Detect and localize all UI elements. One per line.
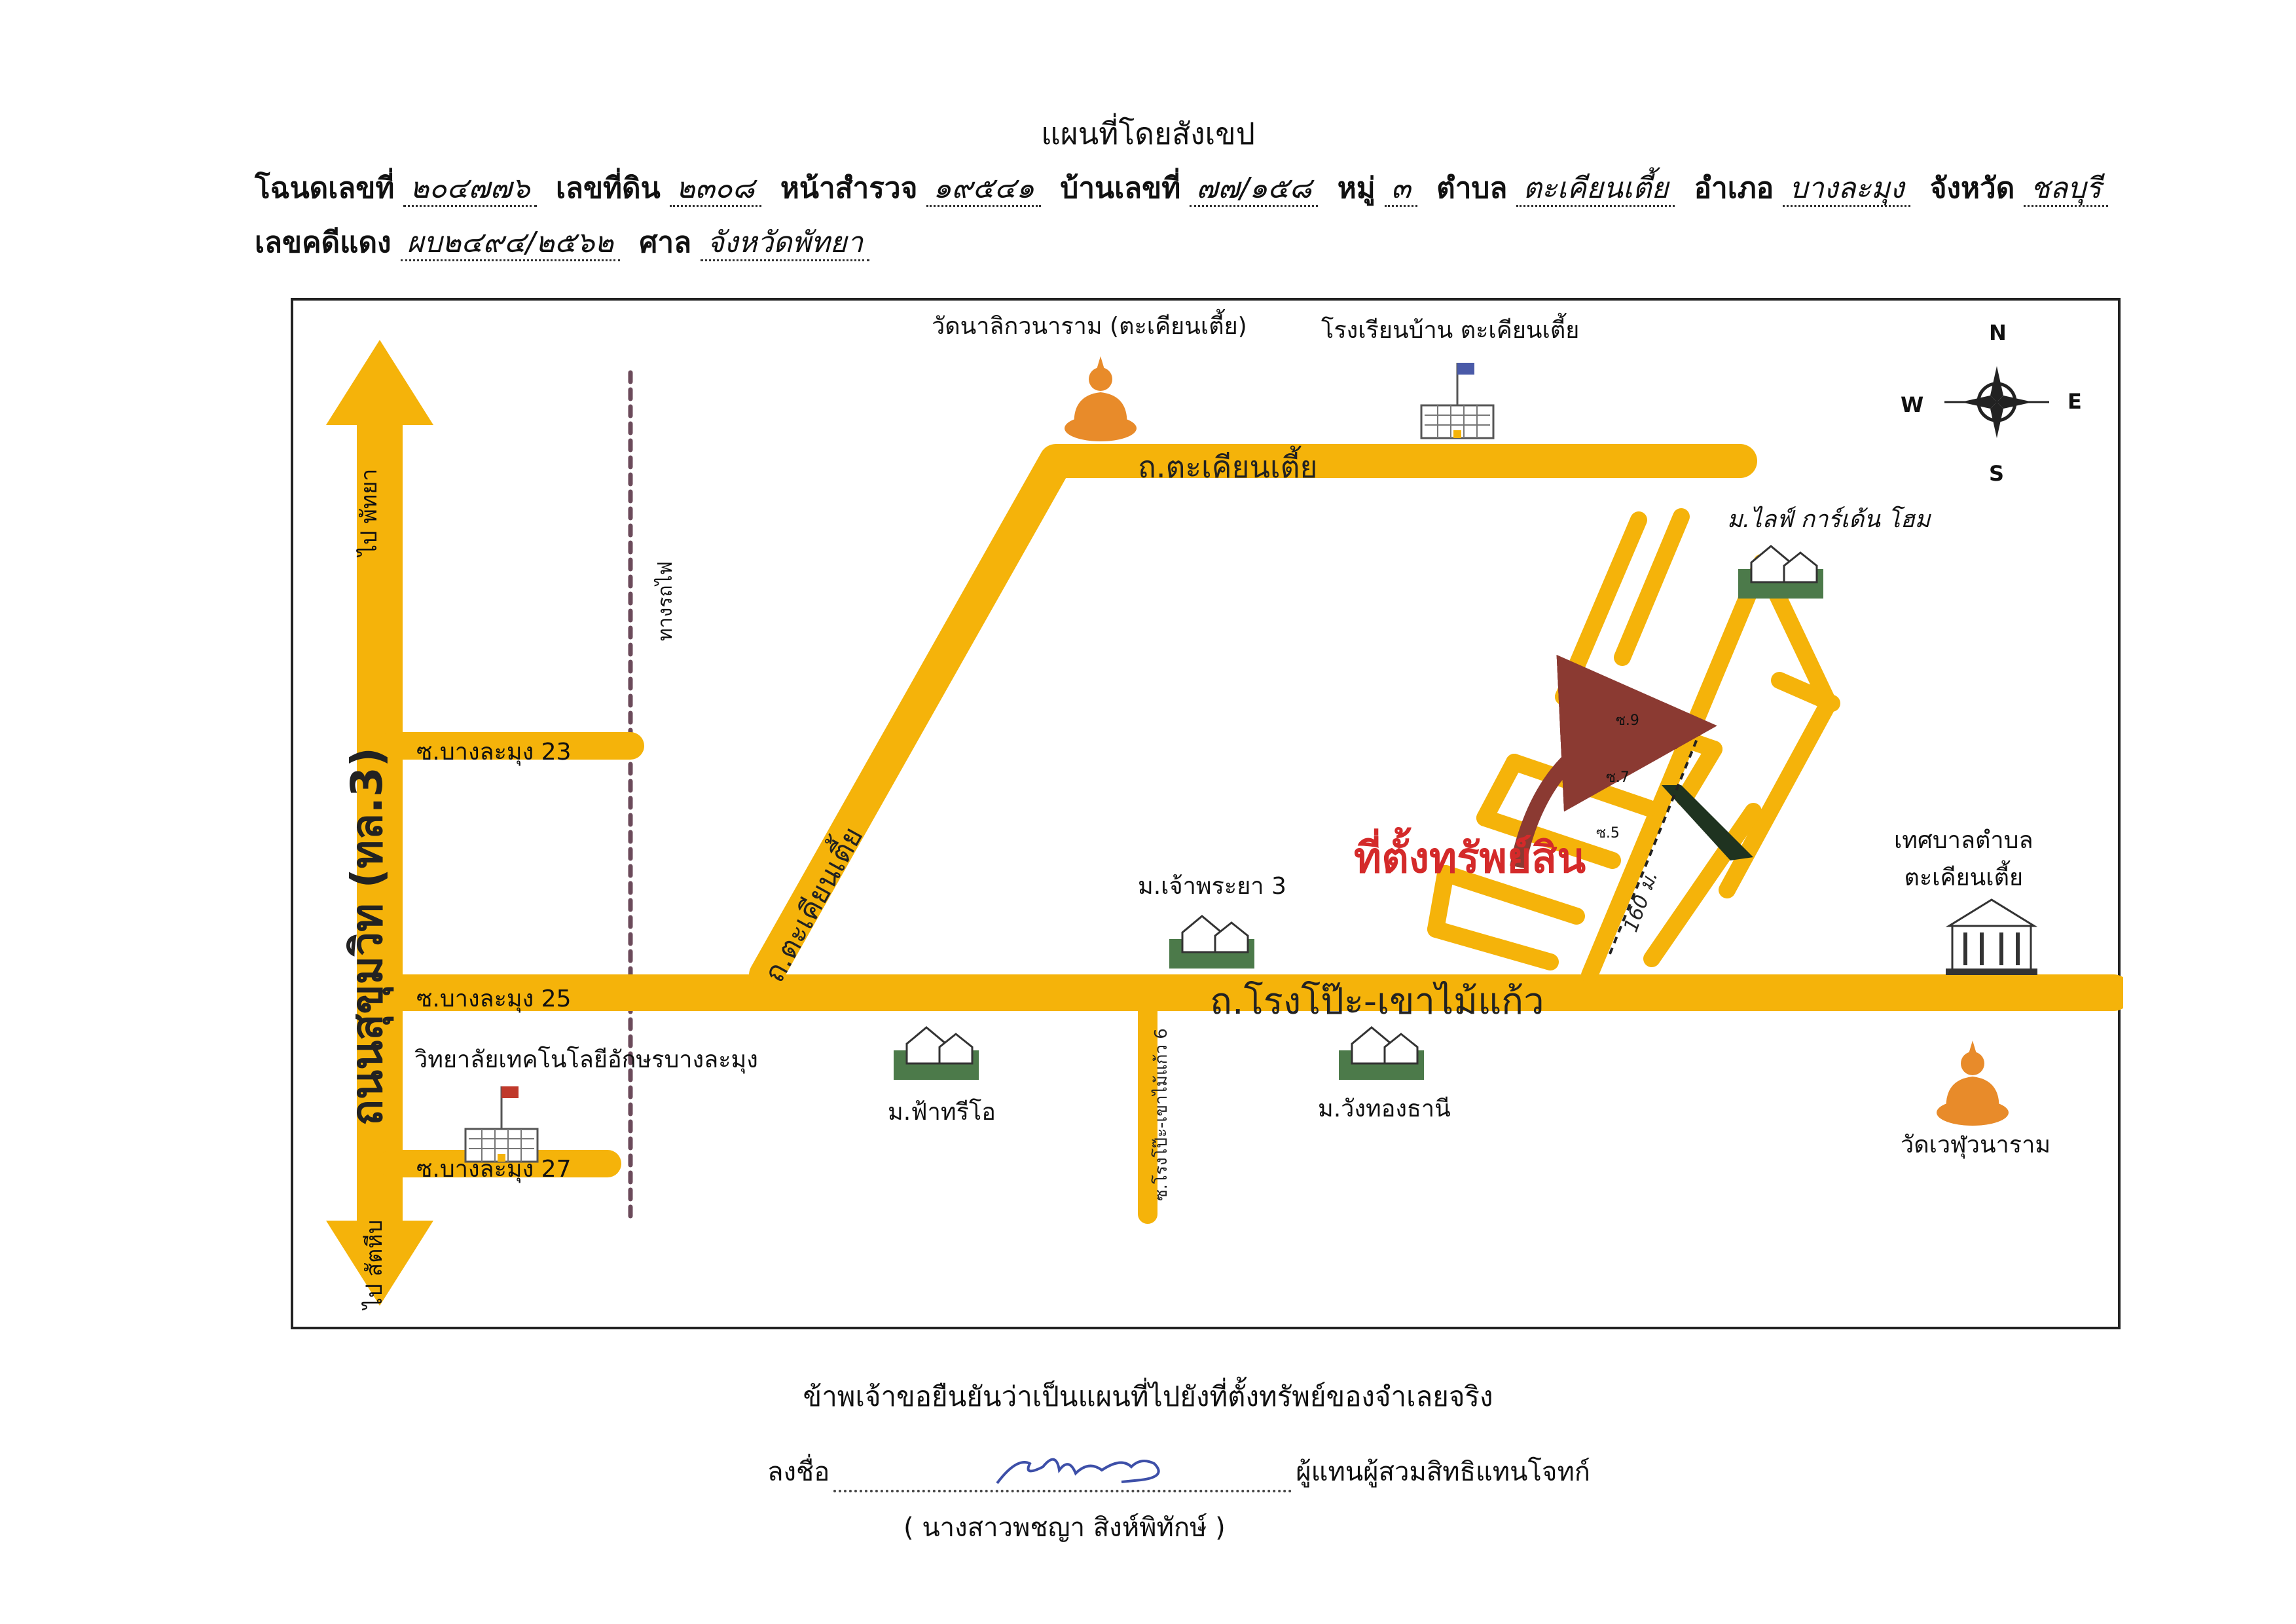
road-label-soi-23: ซ.บางละมุง 23 — [416, 739, 572, 766]
house-number-value: ๗๗/๑๕๘ — [1190, 172, 1319, 207]
label-temple-north: วัดนาลิกวนาราม (ตะเคียนเตี้ย) — [932, 313, 1247, 340]
amphoe-value: บางละมุง — [1783, 172, 1911, 207]
land-number-value: ๒๓๐๘ — [669, 172, 761, 207]
header-line-1: โฉนดเลขที่๒๐๔๗๗๖ เลขที่ดิน๒๓๐๘ หน้าสำรวจ… — [252, 165, 2115, 211]
signature-row: ลงชื่อ ผู้แทนผู้สวมสิทธิแทนโจทก์ — [767, 1450, 1590, 1492]
road-label-taken-tia: ถ.ตะเคียนเตี้ย — [1138, 449, 1318, 485]
sign-role: ผู้แทนผู้สวมสิทธิแทนโจทก์ — [1296, 1457, 1591, 1487]
label-village-wang: ม.วังทองธานี — [1318, 1096, 1451, 1122]
property-arrow — [1510, 654, 1717, 869]
label-village-chao: ม.เจ้าพระยา 3 — [1138, 873, 1286, 900]
compass-west: W — [1901, 392, 1924, 417]
map-canvas — [326, 340, 2123, 1306]
sign-label: ลงชื่อ — [767, 1457, 830, 1487]
declaration-text: ข้าพเจ้าขอยืนยันว่าเป็นแผนที่ไปยังที่ตั้… — [803, 1380, 1493, 1412]
house-icon — [1169, 915, 1254, 969]
highway-label: ถนนสุขุมวิท (ทล.3) — [342, 747, 392, 1126]
school-icon — [1420, 363, 1495, 439]
label-temple-south: วัดเวฬุวนาราม — [1901, 1132, 2051, 1158]
signature-image — [996, 1458, 1160, 1485]
railway-label: ทางรถไฟ — [654, 561, 677, 641]
taken-tia-road — [749, 444, 1757, 992]
highway-south-label: ไป สัตหีบ — [361, 1219, 388, 1309]
soi-label-9: ซ.9 — [1616, 712, 1639, 729]
compass-south: S — [1989, 461, 2005, 486]
house-icon — [1339, 1026, 1424, 1080]
moo-label: หมู่ — [1337, 172, 1376, 205]
compass-north: N — [1989, 320, 2007, 345]
government-building-icon — [1945, 898, 2038, 975]
court-label: ศาล — [639, 226, 692, 259]
court-value: จังหวัดพัทยา — [701, 226, 870, 261]
road-label-soi-rongpo: ซ.โรงโป๊ะ-เขาไม้แก้ว 6 — [1152, 1028, 1171, 1201]
label-school: โรงเรียนบ้าน ตะเคียนเตี้ย — [1321, 317, 1580, 344]
moo-value: ๓ — [1384, 172, 1417, 207]
compass-icon — [1944, 366, 2049, 438]
province-value: ชลบุรี — [2024, 172, 2108, 207]
survey-page-label: หน้าสำรวจ — [780, 172, 918, 205]
case-number-label: เลขคดีแดง — [255, 226, 392, 259]
survey-page-value: ๑๙๕๔๑ — [926, 172, 1042, 207]
land-number-label: เลขที่ดิน — [555, 172, 661, 205]
road-label-rongpo: ถ.โรงโป๊ะ-เขาไม้แก้ว — [1210, 980, 1544, 1023]
signer-name: ( นางสาวพชญา สิงห์พิทักษ์ ) — [903, 1513, 1226, 1543]
soi-label-7: ซ.7 — [1606, 769, 1630, 786]
tambon-value: ตะเคียนเตี้ย — [1516, 172, 1675, 207]
label-municipality: เทศบาลตำบล ตะเคียนเตี้ย — [1894, 827, 2033, 891]
highway-north-arrow — [326, 340, 433, 425]
compass-east: E — [2068, 389, 2082, 414]
deed-number-label: โฉนดเลขที่ — [255, 172, 395, 205]
house-number-label: บ้านเลขที่ — [1060, 172, 1181, 205]
buddha-icon — [1065, 356, 1137, 441]
signature-line — [833, 1458, 1292, 1492]
soi-label-5: ซ.5 — [1596, 825, 1620, 841]
house-icon — [894, 1026, 979, 1080]
highway-south-arrow — [326, 1221, 433, 1306]
amphoe-label: อำเภอ — [1694, 172, 1774, 205]
road-network — [357, 370, 2123, 1266]
highway-north-label: ไป พัทยา — [356, 468, 382, 556]
buddha-icon — [1937, 1041, 2009, 1126]
label-village-fah: ม.ฟ้าทรีโอ — [888, 1099, 996, 1126]
property-marker — [1650, 729, 1677, 749]
school-icon — [464, 1086, 539, 1163]
deed-number-value: ๒๐๔๗๗๖ — [403, 172, 537, 207]
tambon-label: ตำบล — [1436, 172, 1508, 205]
road-label-soi-27: ซ.บางละมุง 27 — [416, 1156, 572, 1183]
label-village-life: ม.ไลฟ์ การ์เด้น โฮม — [1727, 506, 1931, 533]
road-label-soi-25: ซ.บางละมุง 25 — [416, 986, 572, 1012]
label-college: วิทยาลัยเทคโนโลยีอักษรบางละมุง — [414, 1046, 758, 1073]
house-icon — [1738, 545, 1823, 599]
header-line-2: เลขคดีแดงผบ๒๔๙๔/๒๕๖๒ ศาล จังหวัดพัทยา — [252, 219, 876, 265]
province-label: จังหวัด — [1929, 172, 2015, 205]
map-frame: ถนนสุขุมวิท (ทล.3) ไป พัทยา ไป สัตหีบ ทา… — [291, 298, 2123, 1329]
case-number-value: ผบ๒๔๙๔/๒๕๖๒ — [400, 226, 621, 261]
property-label: ที่ตั้งทรัพย์สิน — [1354, 834, 1586, 883]
map-title: แผนที่โดยสังเขป — [1041, 116, 1255, 151]
